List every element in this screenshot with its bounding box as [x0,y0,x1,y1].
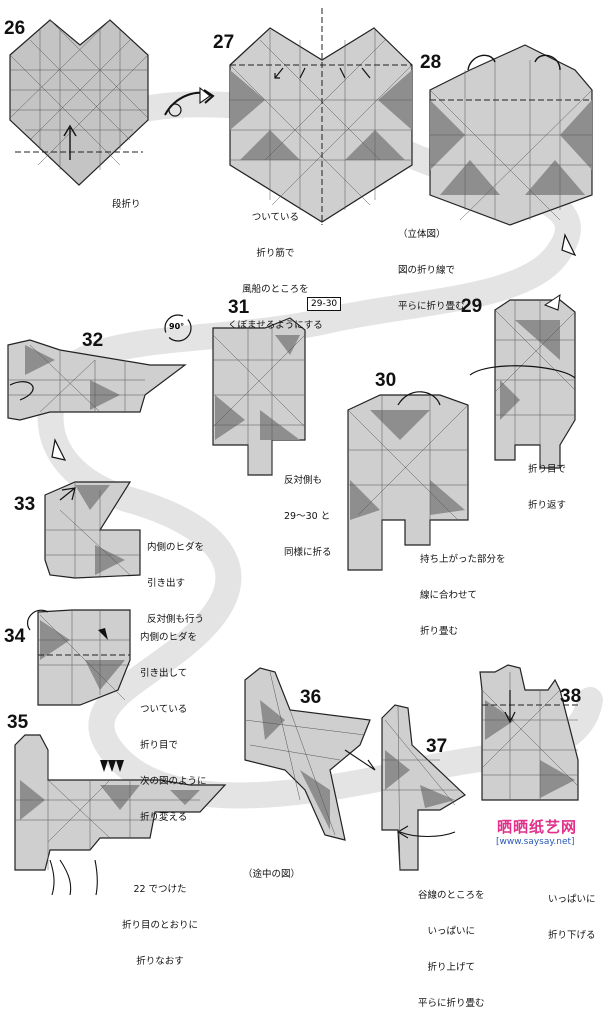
step-27-model [229,8,413,225]
note-line: 平らに折り畳む [418,998,485,1009]
step-34-note: 内側のヒダを 引き出して ついている 折り目で 次の図のように 折り変える [140,608,207,848]
step-number: 34 [4,626,26,647]
note-line: 同様に折る [284,547,332,558]
heart-creases [9,19,149,170]
step-number: 28 [420,52,442,73]
step-35-note: 22 でつけた 折り目のとおりに 折りなおす [122,860,198,992]
note-line: くぼませるようにする [228,320,323,331]
step-30-model [347,391,469,571]
step-37-model [381,704,466,871]
note-line: 引き出す [147,578,186,589]
step-30-note: 持ち上がった部分を 線に合わせて 折り畳む [420,530,506,662]
note-line: 谷線のところを [418,890,485,901]
step-number: 36 [300,687,322,708]
note-line: 内側のヒダを [147,542,205,553]
note-line: 折り目のとおりに [122,920,199,931]
origami-diagram: 26 27 28 29 30 31 32 33 34 35 36 37 38 9… [4,8,603,1009]
note-line: 22 でつけた [133,884,187,895]
note-line: 次の図のように [140,776,207,787]
note-line: 折り目で [140,740,179,751]
step-38-model [479,664,579,801]
step-28-model [429,44,593,257]
watermark-url: [www.saysay.net] [496,837,575,847]
note-line: 内側のヒダを [140,632,198,643]
note-line: 折り変える [140,812,188,823]
step-36-note: （途中の図） [243,845,300,905]
step-28-note: （立体図） 図の折り線で 平らに折り畳む [398,205,465,337]
note-line: 持ち上がった部分を [420,554,506,565]
step-arrows [199,86,211,105]
note-line: 反対側も [284,475,323,486]
step-27-note: ついている 折り筋で 風船のところを くぼませるようにする [228,188,323,356]
note-line: 折り畳む [420,626,459,637]
note-line: （途中の図） [243,869,301,880]
note-line: いっぱいに [548,894,596,905]
step-number: 26 [4,18,26,39]
step-26-model [9,19,215,186]
note-line: 風船のところを [242,284,309,295]
note-line: 引き出して [140,668,188,679]
step-34-model [27,609,131,706]
step-number: 30 [375,370,397,391]
note-line: いっぱいに [427,926,476,937]
step-number: 37 [426,736,448,757]
step-33-note: 内側のヒダを 引き出す 反対側も行う [147,518,204,650]
step-36-model [244,667,376,841]
step-number: 27 [213,32,235,53]
note-line: 折り上げて [427,962,476,973]
note-line: 折り目で [528,464,567,475]
note-line: ついている [140,704,188,715]
step-31-model [164,314,306,476]
step-32-model [7,339,187,461]
note-line: 平らに折り畳む [398,301,465,312]
note-line: 折りなおす [136,956,184,967]
note-line: 折り返す [528,500,567,511]
note-line: 反対側も行う [147,614,205,625]
note-line: （立体図） [398,229,446,240]
note-line: 折り筋で [256,248,295,259]
step-29-note: 折り目で 折り返す [528,440,566,536]
step-33-model [44,481,141,579]
note-line: 線に合わせて [420,590,478,601]
note-line: ついている [251,212,300,223]
note-line: 折り下げる [548,930,596,941]
step-37-note: 谷線のところを いっぱいに 折り上げて 平らに折り畳む [418,866,485,1034]
step-29-model [469,293,576,469]
fold-arrow [63,124,77,160]
step-number: 31 [228,297,250,318]
heart-shape [9,19,149,186]
watermark-title: 晒晒纸艺网 [497,818,578,836]
note-line: 29～30 と [284,511,331,522]
diagram-artwork [7,8,603,896]
note-line: 図の折り線で [398,265,456,276]
step-38-note: いっぱいに 折り下げる [548,870,596,966]
step-number: 38 [560,686,582,707]
step-number: 33 [14,494,36,515]
step-number: 29 [461,296,483,317]
step-31-note: 反対側も 29～30 と 同様に折る [284,451,332,583]
step-26-note: 段折り [112,175,141,235]
rotation-label: 90° [169,322,185,331]
step-number: 32 [82,330,104,351]
step-35-model [14,734,227,896]
reference-box: 29-30 [307,297,342,311]
note-line: 段折り [112,199,141,210]
step-number: 35 [7,712,29,733]
